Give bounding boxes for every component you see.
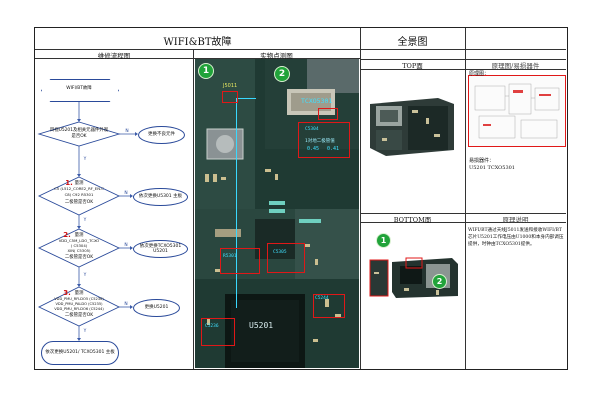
flow-end-node: 依次更换U5201/ TCXO5301 主板 [41,341,119,365]
schematic-lines [474,83,560,139]
subheader-divider-left [35,58,360,59]
bottom-marker-2: 2 [432,274,447,289]
flow-q2-no-label: N [124,191,128,196]
label-c5236: C5236 [205,324,219,329]
flow-q3-c: ( C5304) [70,243,88,248]
flow-q2-b: C5 (L512_CORE2_RF_EN.C [54,186,104,191]
subheader-divider-right [360,59,566,60]
flow-yes-3: Y [83,273,87,278]
label-j5011: J5011 [223,83,238,89]
label-tcxo5301: TCXO5301 [301,97,333,105]
overview-title: 全景图 [397,37,428,48]
label-u5201: U5201 [249,321,274,330]
highlight-j5011 [222,91,238,103]
bottom-side-board-image [369,257,458,298]
bottom-side-label: BOTTOM面 [393,216,432,224]
service-sheet: WIFI&BT故障 全景图 维修流程图 实物点测图 TOP面 原理图/易损器件 … [34,27,568,370]
col-divider-3 [465,28,466,369]
flow-q3-b: VDD_C5M_LDO_TCXO [58,238,100,243]
flow-yes-2: Y [83,218,87,223]
trace-line-v [236,98,237,308]
flow-q4-e: 二极管是否OK [64,313,94,318]
flow-q4-d: VDD_PMU_RFLDO6 (C5244) [54,307,104,311]
parts-list: U5201 TCXO5301 [469,165,515,171]
flow-q2-c: C8) C92 R5301 [64,192,94,197]
label-val-1: 0.45 [307,146,320,152]
col-divider-1 [193,49,194,369]
flow-step-3-number: 3. [63,289,71,297]
highlight-c5305 [267,243,305,273]
flow-q4-b: VDD_PMU_RFLDO5 (C5236) [54,297,104,301]
label-c5305: C5305 [273,250,287,255]
photo-marker-1: 1 [198,63,214,79]
highlight-c5236 [201,318,235,346]
schematic-thumbnail [468,75,566,147]
flow-q1-no-label: N [125,129,129,134]
flow-q3-a: 量测 [74,233,84,238]
photo-header: 实物点测图 [260,52,293,60]
flow-q3-e: 二极管是否OK [64,255,94,260]
parts-caption: 易损器件： [469,158,495,164]
trace-line-h [236,98,256,99]
flow-q3-d: XIN( C5305) [67,248,91,253]
photo-marker-2: 2 [274,66,290,82]
flowchart-connectors [37,100,138,341]
flow-q4-action: 更换U5201 [133,299,180,317]
flow-yes-1: Y [83,157,87,162]
flow-q3-no-label: N [124,243,128,248]
highlight-tcxo-measure [298,122,350,158]
label-r5301: R5301 [223,254,237,259]
top-side-board-image [370,98,454,156]
schematic-header: 原理图/易损器件 [491,62,540,70]
flow-q3-action: 依次更换TCXO5301 U5201 [133,240,188,258]
sheet-title: WIFI&BT故障 [163,37,232,48]
schematic-caption: 原理图： [469,71,490,77]
flow-start-node [41,79,119,102]
board-photo-art [195,59,359,368]
top-side-label: TOP面 [402,62,423,70]
flow-step-2-number: 2. [63,231,71,239]
flow-start-label: WIFI/BT故障 [66,86,92,91]
label-c5244: C5244 [315,296,329,301]
flow-q4-a: 量测 [74,291,84,296]
label-val-2: 0.41 [327,146,340,152]
principle-description: WIFI/BT通过天线J5011发送和接收WIFI/BT芯片U5201工作电压由… [468,228,564,248]
col-divider-2 [360,28,361,369]
right-mid-divider-2 [360,222,566,223]
right-top-divider [360,69,566,70]
flow-q4-c: VDD_PMU_PALDO (C5235) [55,302,103,306]
bottom-marker-1: 1 [376,233,391,248]
highlight-r5301 [220,248,260,274]
right-mid-divider [360,213,566,214]
flow-q4-no-label: N [124,302,128,307]
label-c5304: C5304 [305,127,319,132]
flow-q2-d: 二极管是否OK [64,200,94,205]
highlight-tcxo [318,108,338,120]
flow-step-1-number: 1. [65,179,73,187]
highlight-c5244 [313,294,345,318]
flow-q2-a: 量测 [74,181,84,186]
flow-q1-label: 目视U5201及相关元器件外观是否OK [49,128,109,139]
description-header: 原理说明 [502,216,529,224]
flow-yes-4: Y [83,329,87,334]
flow-q2-action: 依次更换U5301 主板 [133,188,188,206]
flow-header: 维修流程图 [97,52,131,60]
title-divider [35,49,566,50]
label-tcxo-note: 1对地二极管值 [305,139,335,144]
flow-q1-action: 更换不良元件 [138,126,185,144]
board-photo [195,59,359,368]
